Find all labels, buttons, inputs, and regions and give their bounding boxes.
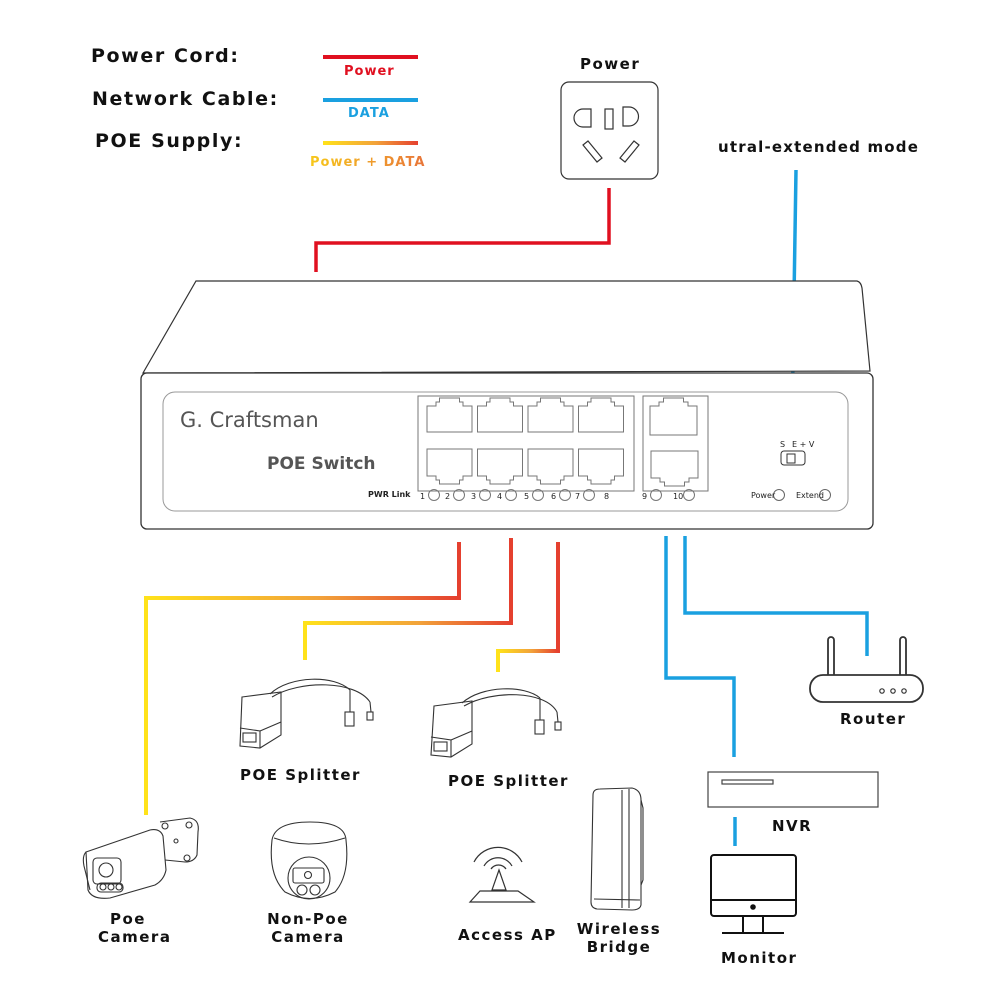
poe-switch: 1 2 3 4 5 6 7 8 9 10 xyxy=(140,280,874,530)
ethernet-port-3[interactable] xyxy=(477,397,523,433)
port-number-4: 4 xyxy=(497,492,502,501)
ethernet-port-8[interactable] xyxy=(578,448,624,485)
router-icon xyxy=(809,636,924,703)
ethernet-port-6[interactable] xyxy=(527,448,574,485)
port-number-2: 2 xyxy=(445,492,450,501)
link-led-5 xyxy=(532,489,544,501)
non-poe-camera-label: Non-Poe Camera xyxy=(262,910,354,946)
non-poe-camera-icon xyxy=(270,821,348,900)
poe-splitter-2-icon xyxy=(430,688,562,758)
access-ap-label: Access AP xyxy=(458,926,557,944)
poe-camera-label: Poe Camera xyxy=(98,910,172,946)
non-poe-camera-label-line1: Non-Poe xyxy=(267,910,349,928)
wireless-bridge-label-line1: Wireless xyxy=(576,920,662,938)
port-number-9: 9 xyxy=(642,492,647,501)
non-poe-camera-label-line2: Camera xyxy=(271,928,345,946)
poe-camera-label-line1: Poe xyxy=(110,910,146,928)
legend-poe-label: Power + DATA xyxy=(310,155,426,170)
router-label: Router xyxy=(840,710,907,728)
poe-camera-icon xyxy=(82,817,199,899)
wireless-bridge-label-line2: Bridge xyxy=(586,938,652,956)
port-number-7: 7 xyxy=(575,492,580,501)
link-led-10 xyxy=(683,489,695,501)
mode-slide-switch[interactable] xyxy=(780,450,806,466)
switch-model: POE Switch xyxy=(267,454,376,474)
power-outlet-icon xyxy=(560,81,659,180)
link-led-9 xyxy=(650,489,662,501)
extend-led-label: Extend xyxy=(796,491,824,500)
ethernet-port-1[interactable] xyxy=(426,397,473,433)
link-led-4 xyxy=(505,489,517,501)
link-led-6 xyxy=(559,489,571,501)
nvr-label: NVR xyxy=(772,817,813,835)
data-cable-router xyxy=(683,536,869,656)
poe-cable-splitter-2 xyxy=(496,542,560,672)
port-number-1: 1 xyxy=(420,492,425,501)
monitor-label: Monitor xyxy=(721,949,798,967)
data-cable-nvr xyxy=(664,536,736,757)
link-led-1 xyxy=(428,489,440,501)
splitter-2-label: POE Splitter xyxy=(448,772,569,790)
switch-brand: G. Craftsman xyxy=(180,408,319,432)
monitor-icon xyxy=(710,854,797,934)
legend-power-cord-title: Power Cord: xyxy=(91,45,240,67)
wireless-bridge-label: Wireless Bridge xyxy=(575,920,663,956)
power-led-label: Power xyxy=(751,491,776,500)
link-led-2 xyxy=(453,489,465,501)
poe-splitter-1-icon xyxy=(239,678,374,749)
port-number-3: 3 xyxy=(471,492,476,501)
legend-poe-line xyxy=(323,141,418,145)
wireless-bridge-icon xyxy=(590,787,644,911)
link-led-3 xyxy=(479,489,491,501)
power-cord xyxy=(314,188,611,272)
legend-network-cable-title: Network Cable: xyxy=(92,88,279,110)
ethernet-port-7[interactable] xyxy=(578,397,624,433)
splitter-1-label: POE Splitter xyxy=(240,766,361,784)
port-number-10: 10 xyxy=(673,492,683,501)
legend-data-label: DATA xyxy=(348,106,390,121)
port-number-6: 6 xyxy=(551,492,556,501)
ethernet-port-2[interactable] xyxy=(426,448,473,485)
port-number-5: 5 xyxy=(524,492,529,501)
pwr-link-label: PWR Link xyxy=(368,490,411,499)
poe-camera-label-line2: Camera xyxy=(98,928,172,946)
port-number-8: 8 xyxy=(604,492,609,501)
nvr-icon xyxy=(707,771,879,808)
ethernet-port-4[interactable] xyxy=(477,448,523,485)
access-ap-icon xyxy=(468,846,536,903)
mode-s-label: S xyxy=(780,440,785,449)
legend-poe-supply-title: POE Supply: xyxy=(95,130,244,152)
ethernet-port-10[interactable] xyxy=(650,450,699,487)
link-led-7 xyxy=(583,489,595,501)
power-led xyxy=(773,489,785,501)
extend-mode-label: utral-extended mode xyxy=(718,138,920,156)
ethernet-port-9[interactable] xyxy=(649,397,698,436)
legend-power-label: Power xyxy=(344,64,395,79)
extend-led xyxy=(819,489,831,501)
power-outlet-label: Power xyxy=(580,55,641,73)
ethernet-port-5[interactable] xyxy=(527,397,574,433)
mode-ev-label: E + V xyxy=(792,440,815,449)
